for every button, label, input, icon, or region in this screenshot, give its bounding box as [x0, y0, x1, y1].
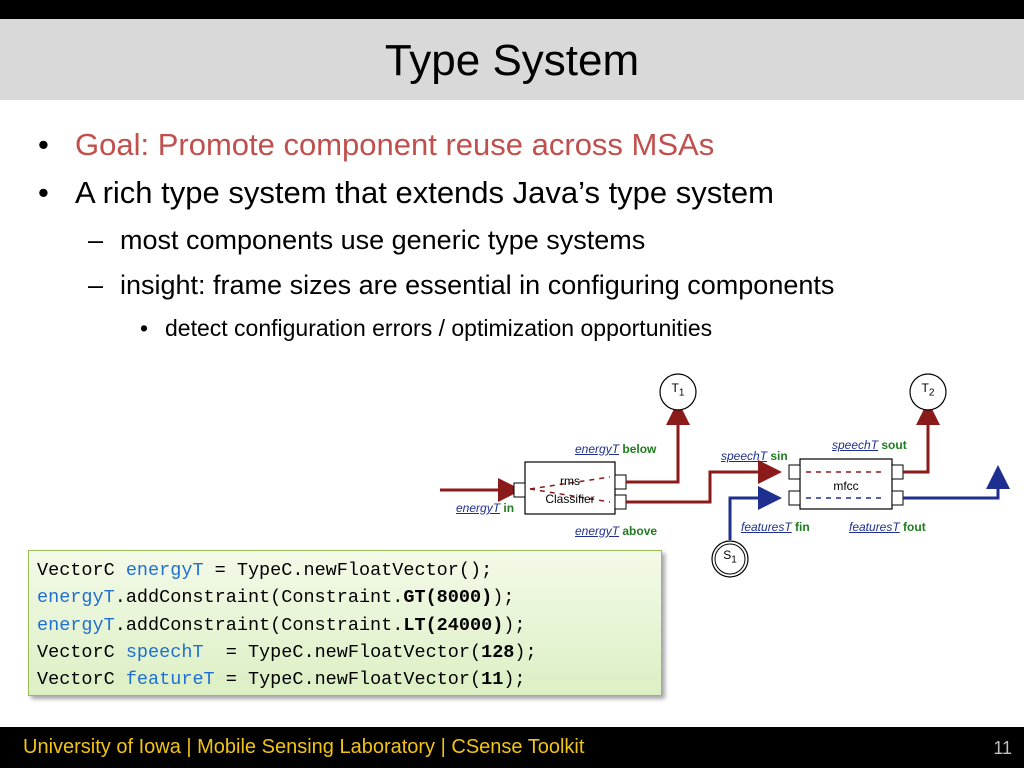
port-label-in: energyT in: [456, 501, 515, 515]
mfcc-box: [799, 458, 893, 510]
footer-bar: [0, 727, 1024, 768]
bullet-list: • Goal: Promote component reuse across M…: [0, 0, 1024, 360]
port-label-sout: speechT sout: [832, 438, 907, 452]
wire-fout: [903, 465, 1010, 500]
sub-bullet-generic: most components use generic type systems: [120, 225, 646, 255]
code-line: VectorC featureT = TypeC.newFloatVector(…: [37, 669, 526, 691]
rms-label: rms: [560, 474, 580, 488]
port-label-below: energyT below: [575, 442, 657, 456]
port-label-above: energyT above: [575, 524, 658, 538]
page-number: 11: [993, 738, 1012, 758]
rms-classifier-box: [524, 461, 616, 515]
wire-above: [626, 460, 782, 504]
sub-sub-bullet-marker: •: [140, 315, 149, 341]
code-line: energyT.addConstraint(Constraint.LT(2400…: [37, 614, 526, 636]
wire-sout: [903, 401, 940, 474]
s1-node: [711, 540, 749, 578]
code-line: energyT.addConstraint(Constraint.GT(8000…: [37, 587, 515, 609]
mfcc-label: mfcc: [833, 479, 859, 493]
slide-title: Type System: [384, 36, 640, 85]
t1-label: T1: [671, 381, 685, 399]
sub-bullet-marker: –: [88, 270, 104, 300]
title-bar: [0, 19, 1024, 100]
wire-below: [626, 401, 690, 484]
t2-node: [909, 373, 947, 411]
bullet-marker: •: [38, 175, 49, 210]
bullet-goal: Goal: Promote component reuse across MSA…: [75, 127, 715, 162]
bullet-marker: •: [38, 127, 49, 162]
sub-sub-bullet-detect: detect configuration errors / optimizati…: [165, 315, 713, 341]
code-line: VectorC speechT = TypeC.newFloatVector(1…: [37, 641, 537, 663]
port-label-fout: featuresT fout: [849, 520, 926, 534]
port-label-fin: featuresT fin: [741, 520, 810, 534]
t1-node: [659, 373, 697, 411]
component-diagram: T1 T2 S1 rms Classifier mfcc energyT bel…: [430, 365, 1024, 585]
sub-bullet-marker: –: [88, 225, 104, 255]
diagram-graphics: [440, 373, 1010, 578]
footer-text: University of Iowa | Mobile Sensing Labo…: [23, 736, 585, 758]
classifier-label: Classifier: [545, 492, 595, 506]
code-block: VectorC energyT = TypeC.newFloatVector()…: [28, 550, 662, 696]
port-label-sin: speechT sin: [721, 449, 788, 463]
wire-fin: [728, 486, 782, 540]
sub-bullet-insight: insight: frame sizes are essential in co…: [120, 270, 835, 300]
s1-label: S1: [723, 548, 737, 566]
top-black-bar: [0, 0, 1024, 19]
t2-label: T2: [921, 381, 935, 399]
code-line: VectorC energyT = TypeC.newFloatVector()…: [37, 560, 493, 581]
bullet-type-system: A rich type system that extends Java’s t…: [75, 175, 774, 210]
